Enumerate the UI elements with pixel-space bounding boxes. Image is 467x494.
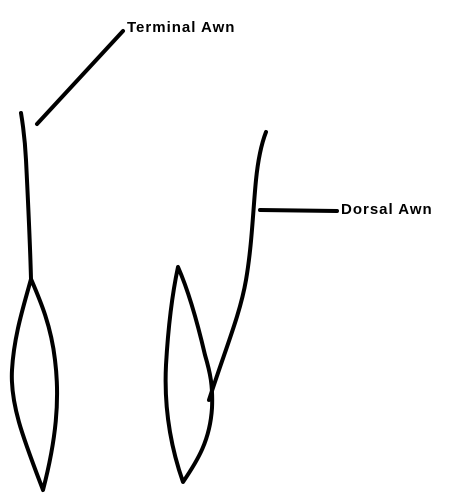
right-lemma-outline xyxy=(166,267,213,482)
terminal-awn-label: Terminal Awn xyxy=(127,20,235,35)
dorsal-awn-label: Dorsal Awn xyxy=(341,202,433,217)
dorsal-awn-line xyxy=(209,132,266,400)
terminal-awn-leader-line xyxy=(37,31,123,124)
left-lemma-outline xyxy=(12,279,57,490)
dorsal-awn-leader-line xyxy=(260,210,337,211)
terminal-awn-line xyxy=(21,113,31,279)
